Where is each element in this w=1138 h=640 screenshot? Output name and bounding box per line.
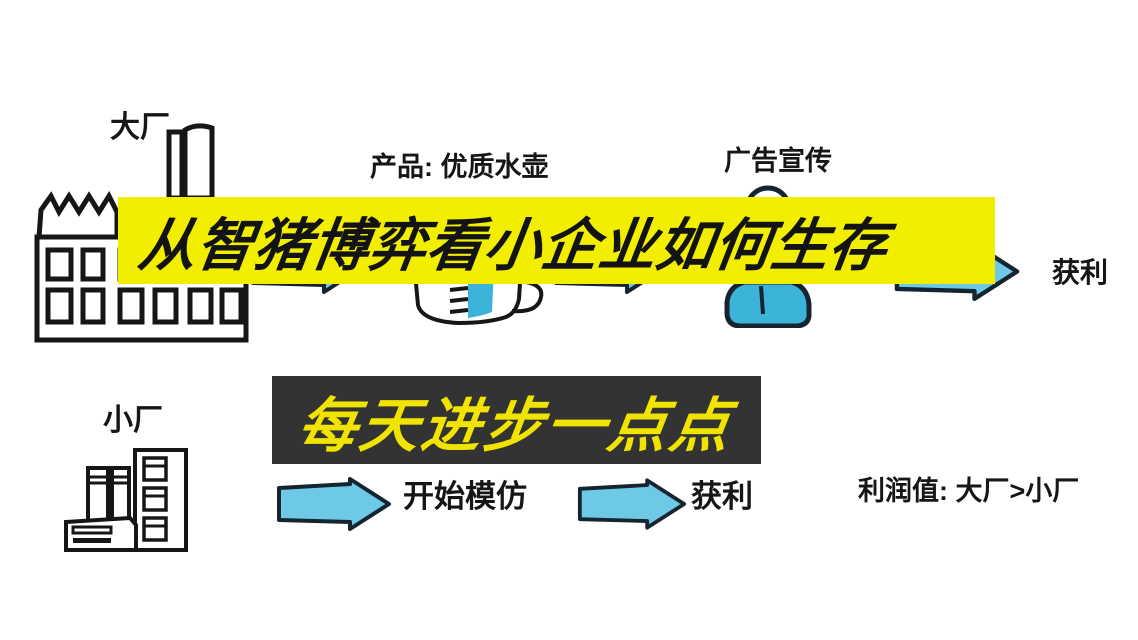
main-title-text: 从智猪博弈看小企业如何生存: [134, 213, 892, 278]
main-title-banner: 从智猪博弈看小企业如何生存: [118, 197, 995, 284]
small-factory-label: 小厂: [103, 404, 163, 437]
profit-comparison-label: 利润值: 大厂>小厂: [858, 476, 1080, 506]
big-factory-label: 大厂: [110, 111, 170, 144]
profit-label-top: 获利: [1052, 257, 1109, 288]
imitate-label: 开始模仿: [403, 479, 527, 514]
product-label: 产品: 优质水壶: [370, 152, 549, 182]
small-factory-icon: [64, 448, 188, 552]
subtitle-banner: 每天进步一点点: [272, 376, 761, 464]
profit-label-bottom: 获利: [691, 479, 753, 514]
advertising-label: 广告宣传: [724, 146, 832, 176]
subtitle-text: 每天进步一点点: [294, 392, 738, 459]
arrow-right-icon: [277, 477, 391, 531]
arrow-right-icon: [577, 478, 687, 530]
